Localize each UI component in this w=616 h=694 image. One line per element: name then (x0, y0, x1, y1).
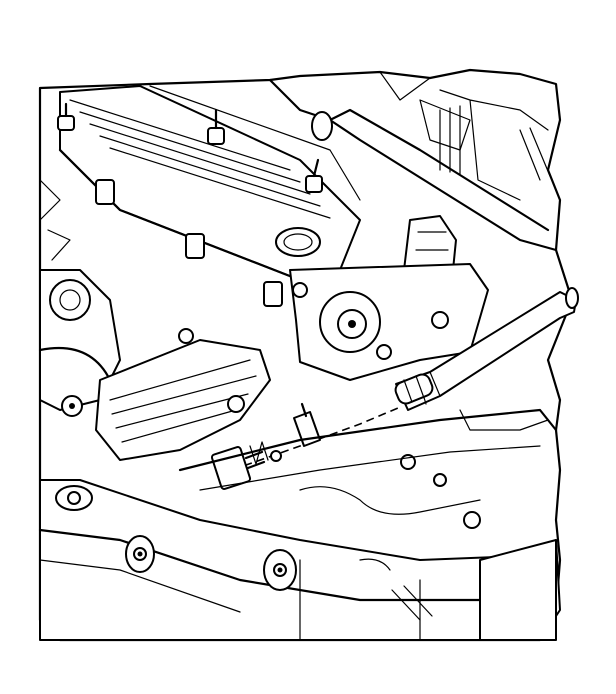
coil-tower-3 (305, 158, 323, 193)
coil-tower-1 (57, 102, 75, 131)
radiator-hose (395, 287, 579, 411)
dark-accents (69, 320, 356, 573)
cam-bracket (289, 263, 489, 381)
coil-tower-2 (207, 108, 225, 145)
engine-block (178, 408, 558, 515)
mounting-bolts (178, 328, 481, 529)
hatching-details (39, 105, 551, 261)
front-crossmember (38, 479, 561, 641)
coil-tower-4 (95, 179, 283, 307)
exhaust-shield (95, 339, 271, 461)
hose-coupler (394, 373, 434, 405)
timing-cover (38, 269, 121, 417)
oil-filler-cap (275, 227, 321, 257)
